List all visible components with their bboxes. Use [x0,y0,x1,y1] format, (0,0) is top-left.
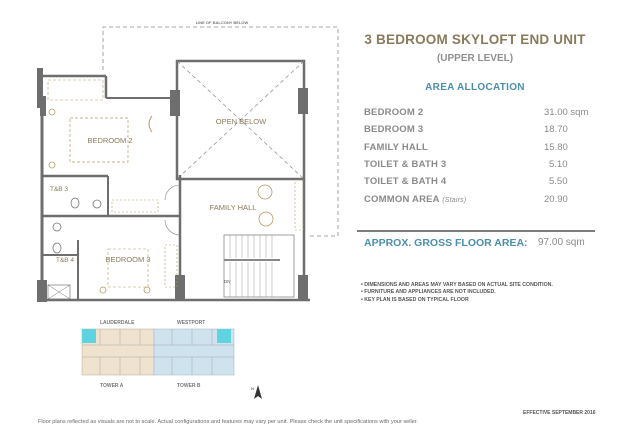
area-row: BEDROOM 3 18.70 [364,121,596,138]
room-label-bedroom-2: BEDROOM 2 [87,136,132,145]
room-label-tb3: T&B 3 [50,186,68,193]
unit-title: 3 BEDROOM SKYLOFT END UNIT [364,32,586,47]
disclaimer-text: Floor plans reflected as visuals are not… [38,419,418,425]
notes-list: • DIMENSIONS AND AREAS MAY VARY BASED ON… [361,282,553,304]
area-row: TOILET & BATH 3 5.10 [364,156,596,173]
room-label-bedroom-3: BEDROOM 3 [105,255,150,264]
note-item: • FURNITURE AND APPLIANCES ARE NOT INCLU… [361,289,496,296]
area-label: FAMILY HALL [364,141,428,153]
area-label: TOILET & BATH 3 [364,159,447,171]
key-plan-drawing [81,328,235,376]
area-value: 15.80 [544,141,568,153]
balcony-line-label: LINE OF BALCONY BELOW [196,20,249,25]
area-note: (Stairs) [442,196,467,204]
gross-floor-area-label: APPROX. GROSS FLOOR AREA: [364,237,528,249]
area-row: FAMILY HALL 15.80 [364,139,596,156]
room-label-open-below: OPEN BELOW [216,117,267,126]
area-value: 5.50 [549,176,568,188]
room-label-family-hall: FAMILY HALL [210,203,257,212]
key-plan-label-westport: WESTPORT [177,320,206,326]
svg-text:N: N [251,386,254,391]
gross-floor-area-value: 97.00 sqm [538,237,585,248]
note-item: • DIMENSIONS AND AREAS MAY VARY BASED ON… [361,282,553,288]
north-arrow-icon: N [251,385,262,399]
room-label-tb4: T&B 4 [56,257,74,264]
key-plan-label-lauderdale: LAUDERDALE [100,320,135,326]
area-allocation-table: BEDROOM 2 31.00 sqm BEDROOM 3 18.70 FAMI… [364,104,596,208]
area-row: COMMON AREA (Stairs) 20.90 [364,190,596,207]
area-row: BEDROOM 2 31.00 sqm [364,104,596,121]
key-plan-label-tower-b: TOWER B [177,383,201,389]
area-label: BEDROOM 2 [364,107,424,119]
gross-floor-area: APPROX. GROSS FLOOR AREA: 97.00 sqm [364,237,596,249]
area-value: 20.90 [544,193,568,205]
area-value: 31.00 sqm [544,107,589,119]
key-plan-label-tower-a: TOWER A [100,383,124,389]
area-allocation-heading: AREA ALLOCATION [425,82,525,93]
area-value: 18.70 [544,124,568,136]
stairs-down-label: DN [224,279,231,284]
key-plan: LAUDERDALE WESTPORT TOWER A TOWER B [81,320,242,390]
area-label: TOILET & BATH 4 [364,176,447,188]
area-value: 5.10 [549,159,568,171]
floor-plan: LINE OF BALCONY BELOW OPEN BELOW BEDROOM… [37,20,339,302]
area-label: COMMON AREA (Stairs) [364,193,467,205]
note-item: • KEY PLAN IS BASED ON TYPICAL FLOOR [361,296,469,303]
unit-subtitle: (UPPER LEVEL) [436,53,514,64]
effective-date: EFFECTIVE SEPTEMBER 2016 [523,410,596,416]
area-label: BEDROOM 3 [364,124,424,136]
divider [357,230,595,232]
area-row: TOILET & BATH 4 5.50 [364,173,596,190]
